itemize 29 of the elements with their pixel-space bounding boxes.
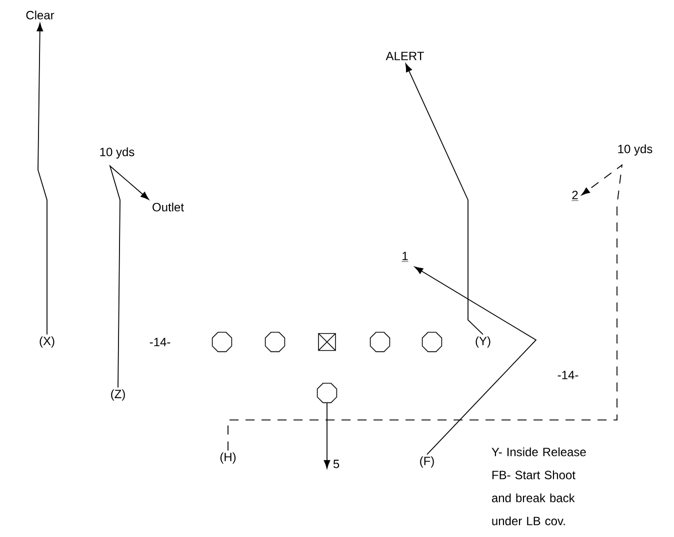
route-number: 2 — [571, 190, 579, 201]
player-label: (Y) — [476, 336, 490, 348]
route-label: ALERT — [386, 52, 424, 60]
player-octagon — [370, 332, 390, 352]
center-box — [318, 333, 336, 351]
player-label: (X) — [40, 336, 54, 348]
player-label: (H) — [220, 452, 236, 464]
player-label: (F) — [420, 456, 434, 468]
route-arrow — [36, 22, 48, 335]
route-arrow — [109, 164, 149, 388]
note: FB- Start Shoot and break back under LB cov. — [492, 470, 576, 526]
note: Y- Inside Release — [492, 447, 586, 456]
split-label: -14- — [558, 370, 578, 380]
player-label: (Z) — [111, 389, 125, 401]
route-label: Clear — [26, 10, 54, 20]
route-number: 1 — [401, 252, 409, 262]
split-label: -14- — [150, 338, 170, 346]
player-octagon — [264, 332, 286, 352]
route-label: Outlet — [152, 202, 184, 212]
player-octagon — [212, 332, 232, 352]
route-arrow — [228, 164, 623, 451]
route-arrow — [414, 266, 537, 455]
player-octagon — [422, 332, 442, 352]
route-arrow — [405, 63, 484, 335]
route-arrow — [324, 402, 330, 469]
distance-label: 10 yds — [618, 144, 652, 156]
player-octagon — [316, 382, 338, 404]
distance-label: 10 yds — [100, 147, 134, 159]
route-label: 5 — [333, 460, 340, 468]
